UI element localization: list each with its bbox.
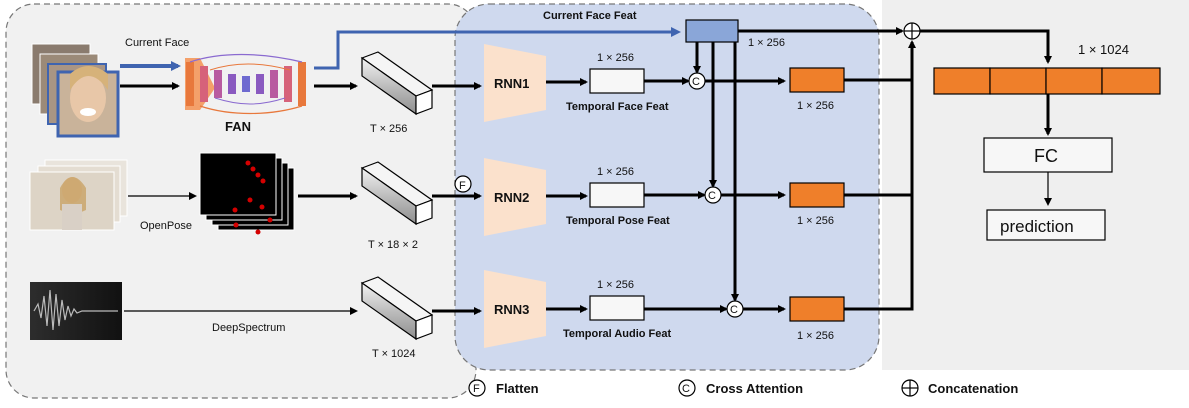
fan-label: FAN (225, 119, 251, 134)
dim-256-feat: 1 × 256 (748, 37, 785, 49)
shape-pose-label: T × 18 × 2 (368, 239, 418, 251)
dim-256-out3: 1 × 256 (797, 330, 834, 342)
dim-256-c: 1 × 256 (597, 279, 634, 291)
output-pose-box (789, 182, 845, 208)
temporal-audio-feat-box (589, 295, 645, 321)
pose-feature-bar (360, 161, 434, 226)
concat-to-vector (920, 29, 1052, 64)
keypoints-stack (199, 152, 295, 235)
current-face-feat-path (314, 27, 681, 70)
dim-256-out1: 1 × 256 (797, 100, 834, 112)
rnn2-label: RNN2 (494, 190, 529, 205)
c2-text: C (708, 190, 716, 202)
output-face-box (789, 67, 845, 93)
face-image-stack (31, 43, 120, 138)
fc-label: FC (1034, 146, 1058, 166)
temporal-audio-feat-label: Temporal Audio Feat (563, 328, 672, 340)
output-audio-box (789, 296, 845, 322)
concatenated-vector (933, 67, 1161, 95)
legend-flatten-label: Flatten (496, 381, 539, 396)
dim-256-out2: 1 × 256 (797, 215, 834, 227)
audio-spectrum-image (30, 282, 122, 340)
temporal-pose-feat-box (589, 182, 645, 208)
rnn1-label: RNN1 (494, 76, 529, 91)
current-face-label: Current Face (125, 37, 189, 49)
legend-cross-attention-label: Cross Attention (706, 381, 803, 396)
dim-1024-label: 1 × 1024 (1078, 42, 1129, 57)
temporal-pose-feat-label: Temporal Pose Feat (566, 215, 670, 227)
flatten-symbol (454, 175, 472, 193)
rnn1-block (484, 44, 546, 122)
c1-text: C (692, 76, 700, 88)
c3-text: C (730, 304, 738, 316)
rnn3-block (484, 270, 546, 348)
rnn2-block (484, 158, 546, 236)
shape-audio-label: T × 1024 (372, 348, 416, 360)
pose-image-stack (29, 159, 128, 231)
prediction-box (986, 209, 1106, 241)
flatten-symbol-text: F (459, 180, 466, 192)
legend-concatenation-label: Concatenation (928, 381, 1018, 396)
temporal-face-feat-box (589, 68, 645, 94)
fusion-panel (882, 0, 1189, 370)
openpose-label: OpenPose (140, 220, 192, 232)
current-face-feat-label: Current Face Feat (543, 10, 637, 22)
deepspectrum-label: DeepSpectrum (212, 322, 285, 334)
audio-feature-bar (360, 276, 434, 341)
shape-face-label: T × 256 (370, 123, 407, 135)
rnn3-label: RNN3 (494, 302, 529, 317)
legend-cross-attention-icon (678, 379, 696, 397)
dim-256-a: 1 × 256 (597, 52, 634, 64)
temporal-face-feat-label: Temporal Face Feat (566, 101, 669, 113)
legend-flatten-icon (468, 379, 486, 397)
out3-to-concat (844, 40, 916, 311)
dim-256-b: 1 × 256 (597, 166, 634, 178)
legend-flatten-icon-text: F (473, 383, 480, 395)
legend-cross-attention-icon-text: C (682, 383, 690, 395)
fan-network (185, 53, 306, 115)
current-face-feat-box (685, 19, 739, 43)
face-feature-bar (360, 51, 434, 116)
prediction-label: prediction (1000, 217, 1074, 236)
temporal-panel (454, 3, 880, 371)
